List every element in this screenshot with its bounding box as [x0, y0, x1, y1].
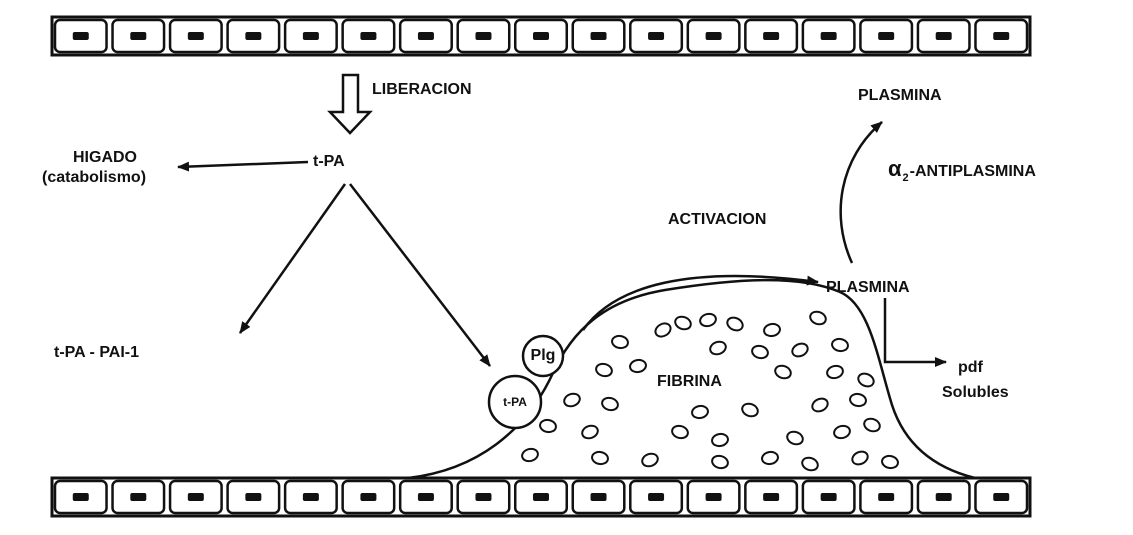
pdf-label: pdf — [958, 360, 983, 376]
fibrin-particle — [773, 364, 792, 381]
arrow-tpa-to-pai1 — [240, 184, 345, 333]
cell-nucleus — [936, 32, 952, 40]
arrow-tpa-to-fibrin — [350, 184, 490, 366]
cell-nucleus — [763, 32, 779, 40]
fibrin-particle — [562, 392, 581, 409]
fibrin-particle — [521, 447, 540, 463]
cell-nucleus — [993, 32, 1009, 40]
fibrin-particle — [601, 396, 620, 412]
cell-nucleus — [130, 493, 146, 501]
cell-nucleus — [188, 32, 204, 40]
fibrin-particle — [708, 340, 727, 357]
plasmina-mid-label: PLASMINA — [826, 280, 910, 296]
cell-nucleus — [130, 32, 146, 40]
fibrin-particle — [740, 402, 759, 419]
cell-nucleus — [878, 493, 894, 501]
cell-nucleus — [648, 32, 664, 40]
arrow-tpa-to-higado — [178, 162, 308, 167]
alpha-subscript: 2 — [903, 172, 909, 184]
liberation-arrow — [330, 75, 370, 133]
cell-nucleus — [878, 32, 894, 40]
endothelium-top-row — [52, 17, 1030, 55]
cell-nucleus — [360, 32, 376, 40]
fibrin-particle — [790, 341, 810, 359]
cell-nucleus — [936, 493, 952, 501]
cell-nucleus — [418, 493, 434, 501]
tpa-circle-label: t-PA — [493, 396, 537, 408]
fibrin-particle — [881, 455, 899, 470]
fibrin-particle — [580, 424, 599, 441]
fibrin-particle — [826, 364, 845, 380]
cell-nucleus — [73, 32, 89, 40]
arrow-plasmina-to-pdf — [885, 298, 946, 362]
fibrin-particle — [653, 321, 673, 339]
fibrin-particle — [833, 424, 852, 440]
cell-nucleus — [188, 493, 204, 501]
tpa-label: t-PA — [313, 154, 345, 170]
fibrin-particle — [785, 430, 804, 447]
cell-nucleus — [245, 493, 261, 501]
alpha-symbol: α — [888, 156, 902, 181]
fibrin-particle — [611, 335, 629, 350]
cell-nucleus — [763, 493, 779, 501]
cell-nucleus — [475, 493, 491, 501]
plg-label: Plg — [523, 348, 563, 364]
fibrin-particle — [856, 371, 876, 389]
solubles-label: Solubles — [942, 385, 1009, 401]
fibrin-particle — [595, 362, 614, 378]
cell-nucleus — [993, 493, 1009, 501]
fibrin-particle — [711, 454, 730, 470]
cell-nucleus — [591, 493, 607, 501]
fibrin-particle — [850, 449, 870, 467]
fibrin-particle — [591, 451, 609, 466]
fibrin-particle — [671, 424, 690, 440]
fibrin-particle — [761, 451, 779, 466]
fibrin-particle — [629, 359, 647, 374]
fibrin-particle — [849, 393, 867, 408]
cell-nucleus — [821, 493, 837, 501]
cell-nucleus — [303, 32, 319, 40]
tpa-pai1-label: t-PA - PAI-1 — [54, 345, 139, 361]
cell-nucleus — [533, 32, 549, 40]
antiplasmina-text: -ANTIPLASMINA — [910, 163, 1036, 180]
fibrin-particle — [691, 405, 709, 420]
cell-nucleus — [533, 493, 549, 501]
fibrin-particle — [862, 417, 881, 434]
fibrin-particle — [808, 310, 827, 327]
fibrin-particle — [831, 338, 849, 353]
activacion-label: ACTIVACION — [668, 212, 766, 228]
antiplasmina-label: α2-ANTIPLASMINA — [888, 158, 1036, 180]
fibrina-label: FIBRINA — [657, 374, 722, 390]
cell-nucleus — [73, 493, 89, 501]
higado-label: HIGADO — [48, 150, 162, 166]
cell-nucleus — [706, 32, 722, 40]
fibrin-particle — [725, 315, 745, 333]
cell-nucleus — [648, 493, 664, 501]
catabolismo-label: (catabolismo) — [42, 170, 146, 186]
cell-nucleus — [360, 493, 376, 501]
plasmina-top-label: PLASMINA — [858, 88, 942, 104]
cell-nucleus — [706, 493, 722, 501]
fibrin-particle — [539, 419, 557, 434]
cell-nucleus — [591, 32, 607, 40]
liberacion-label: LIBERACION — [372, 82, 472, 98]
fibrin-particle — [810, 396, 830, 414]
fibrin-particle — [640, 452, 659, 469]
cell-nucleus — [245, 32, 261, 40]
fibrin-particle — [800, 456, 819, 473]
cell-nucleus — [821, 32, 837, 40]
fibrin-particle — [699, 312, 718, 328]
cell-nucleus — [303, 493, 319, 501]
cell-nucleus — [418, 32, 434, 40]
endothelium-bottom-row — [52, 478, 1030, 516]
fibrin-particle — [711, 433, 729, 448]
fibrin-particle — [751, 344, 770, 360]
cell-nucleus — [475, 32, 491, 40]
fibrin-particle — [763, 323, 781, 338]
fibrin-particle — [673, 315, 692, 332]
antiplasmin-arrow — [841, 122, 882, 263]
